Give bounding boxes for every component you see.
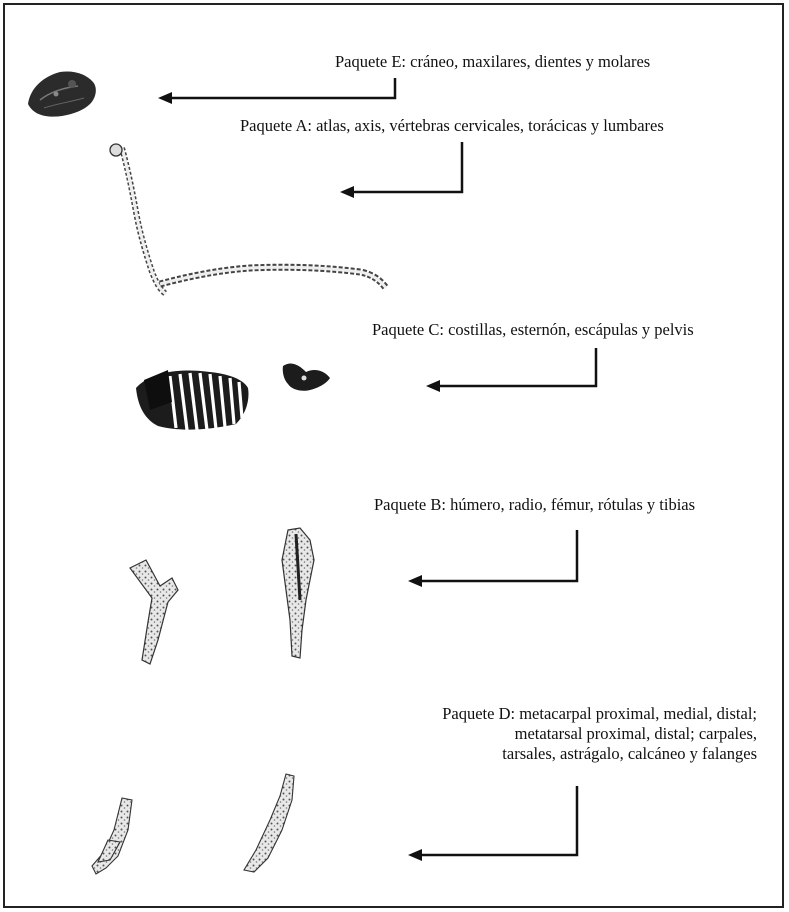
label-package-d: Paquete D: metacarpal proximal, medial, … [442,704,757,764]
hindlimb-bones-illustration [282,528,314,658]
forelimb-bones-illustration [130,560,178,664]
skull-illustration [28,71,96,116]
label-package-d-line-2: metatarsal proximal, distal; carpales, [442,724,757,744]
label-package-e: Paquete E: cráneo, maxilares, dientes y … [335,52,650,72]
label-package-b: Paquete B: húmero, radio, fémur, rótulas… [374,495,695,515]
forefoot-bones-illustration [92,798,132,874]
arrow-package-a [340,142,462,198]
vertebral-column-illustration [110,144,386,294]
arrow-package-c [426,348,596,392]
hindfoot-bones-illustration [244,774,294,872]
ribcage-illustration [136,370,249,430]
arrow-package-d [408,786,577,861]
pelvis-illustration [283,364,330,391]
arrow-package-e [158,78,395,104]
label-package-d-line-3: tarsales, astrágalo, calcáneo y falanges [442,744,757,764]
label-package-c: Paquete C: costillas, esternón, escápula… [372,320,694,340]
label-package-d-line-1: Paquete D: metacarpal proximal, medial, … [442,704,757,724]
label-package-a: Paquete A: atlas, axis, vértebras cervic… [240,116,664,136]
arrow-package-b [408,530,577,587]
